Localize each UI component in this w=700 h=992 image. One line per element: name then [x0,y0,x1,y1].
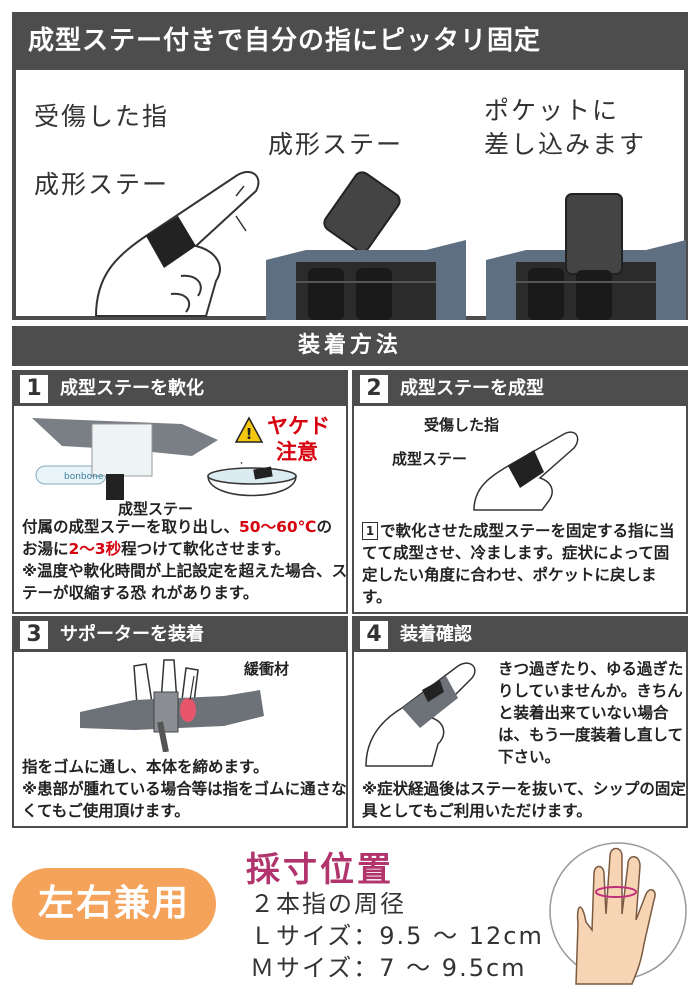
measure-title: 採寸位置 [246,850,394,890]
label-pocket-line2: 差し込みます [484,130,647,159]
label-stay-middle: 成形ステー [268,130,404,159]
section-banner: 装着方法 [12,326,688,366]
measure-size-m: Ｍサイズ：7 〜 9.5cm [250,954,527,982]
step-3-note: ※患部が腫れている場合等は指をゴムに通さなくてもご使用頂けます。 [22,780,347,820]
label-pocket-line1: ポケットに [484,96,620,125]
svg-text:!: ! [246,425,253,443]
fit-check-illustration [365,662,476,767]
hero-body: 受傷した指 成形ステー 成形ステー ポケットに 差し込みます [16,70,686,320]
warning-icon: ! [234,416,264,443]
hero-title: 成型ステー付きで自分の指にピッタリ固定 [28,26,542,56]
support-softening-illustration: bonbone [32,418,218,500]
hot-water-bowl-illustration [207,462,297,497]
label-injured-finger: 受傷した指 [34,102,170,131]
step-1-note: ※温度や軟化時間が上記設定を超えた場合、ステーが収縮する恐 れがあります。 [22,562,348,602]
stay-and-support-illustration [266,171,466,320]
step-3-panel: 3 サポーターを装着 緩衝材 指をゴムに通し、本体を締めます。 ※患部が腫れてい… [12,616,348,828]
hand-with-stay-illustration [94,171,260,317]
step-4-description: きつ過ぎたり、ゆる過ぎたりしていませんか。きちんと装着出来ていない場合は、もう一… [498,660,684,766]
step-2-injured-label: 受傷した指 [424,416,500,434]
step-2-header: 2 成型ステーを成型 [354,372,686,406]
step-3-title: サポーターを装着 [60,624,204,645]
step-4-panel: 4 装着確認 きつ過ぎたり、ゆる過ぎたりしていませんか。きちんと装着出来ていない… [352,616,688,828]
step-ref-box: 1 [362,522,378,540]
wearing-support-illustration [80,659,264,752]
step-3-header: 3 サポーターを装着 [14,618,346,652]
step-2-number: 2 [360,375,388,403]
measuring-position-hand-icon [549,842,687,985]
measure-size-l: Ｌサイズ：9.5 〜 12cm [250,922,544,950]
step-4-header: 4 装着確認 [354,618,686,652]
step-4-number: 4 [360,621,388,649]
measure-line-1: ２本指の周径 [250,890,406,918]
step-1-number: 1 [20,375,48,403]
step-1-description: 付属の成型ステーを取り出し、50〜60℃のお湯に2〜3秒程つけて軟化させます。 [22,518,332,558]
hero-panel: 成型ステー付きで自分の指にピッタリ固定 受傷した指 成形ステー 成形ステー ポケ… [12,12,688,320]
step-2-title: 成型ステーを成型 [400,378,544,399]
stay-in-pocket-illustration [486,193,686,320]
ambidextrous-badge: 左右兼用 [12,868,216,940]
brand-label: bonbone [64,472,104,482]
step-1-panel: 1 成型ステーを軟化 bonbone 成型ステー ! ヤケド 注意 付属の成型ス… [12,370,348,614]
step-1-title: 成型ステーを軟化 [60,378,204,399]
step-1-stay-label: 成型ステー [118,500,194,518]
step-4-note: ※症状経過後はステーを抜いて、シップの固定具としてもご利用いただけます。 [362,780,686,820]
label-stay-left: 成形ステー [34,170,170,199]
step-2-stay-label: 成型ステー [392,450,468,468]
finger-molding-illustration [473,431,579,511]
step-3-cushion-label: 緩衝材 [244,660,290,678]
step-3-number: 3 [20,621,48,649]
step-3-description: 指をゴムに通し、本体を締めます。 [22,758,269,776]
step-4-title: 装着確認 [400,624,472,645]
step-1-header: 1 成型ステーを軟化 [14,372,346,406]
burn-warning-line1: ヤケド [267,414,330,438]
burn-warning-line2: 注意 [276,440,318,464]
